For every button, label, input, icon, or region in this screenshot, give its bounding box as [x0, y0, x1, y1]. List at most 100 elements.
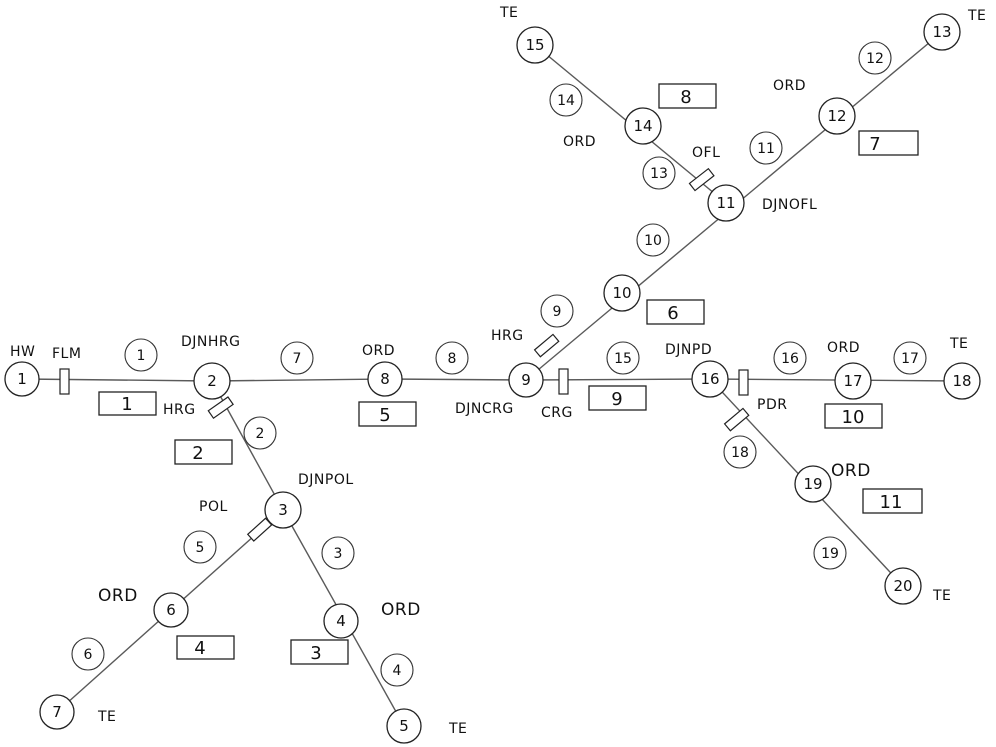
- zone-box-10: 10: [824, 403, 883, 429]
- node-11: 11: [707, 184, 745, 222]
- node-10: 10: [603, 274, 641, 312]
- svg-text:10: 10: [644, 233, 662, 249]
- svg-text:13: 13: [650, 166, 668, 182]
- gate-18: [723, 407, 750, 432]
- link-label-11: 11: [749, 131, 783, 165]
- svg-text:15: 15: [614, 351, 632, 367]
- link-label-4: 4: [380, 653, 414, 687]
- svg-text:19: 19: [821, 546, 839, 562]
- zone-labels: 1 2 3 4 5 6 7 8 9 10 11: [98, 83, 923, 665]
- link-label-12: 12: [858, 41, 892, 75]
- svg-text:20: 20: [893, 577, 912, 595]
- link-label-7: 7: [280, 341, 314, 375]
- svg-text:10: 10: [842, 407, 865, 428]
- label-te-13: TE: [967, 8, 986, 24]
- svg-text:14: 14: [557, 93, 575, 109]
- svg-text:5: 5: [399, 717, 409, 735]
- label-te-15: TE: [499, 5, 518, 21]
- node-18: 18: [943, 362, 981, 400]
- gate-hrg-left: [207, 396, 234, 419]
- label-djnhrg: DJNHRG: [181, 334, 241, 350]
- svg-text:9: 9: [611, 389, 622, 410]
- link-label-17: 17: [893, 341, 927, 375]
- svg-text:3: 3: [334, 546, 343, 562]
- gate-pol: [246, 517, 273, 542]
- svg-text:3: 3: [278, 501, 288, 519]
- svg-text:17: 17: [843, 372, 862, 390]
- link-label-14: 14: [549, 83, 583, 117]
- svg-text:10: 10: [612, 284, 631, 302]
- svg-text:1: 1: [137, 348, 146, 364]
- label-djnofl: DJNOFL: [762, 197, 817, 213]
- zone-box-6: 6: [646, 299, 705, 325]
- svg-text:1: 1: [17, 370, 27, 388]
- label-ord-17: ORD: [827, 340, 860, 356]
- svg-text:2: 2: [192, 443, 203, 464]
- svg-text:6: 6: [84, 647, 93, 663]
- node-8: 8: [367, 361, 403, 397]
- node-6: 6: [153, 592, 189, 628]
- svg-text:4: 4: [393, 663, 402, 679]
- node-7: 7: [39, 694, 75, 730]
- svg-text:13: 13: [932, 23, 951, 41]
- link-label-2: 2: [243, 416, 277, 450]
- svg-text:2: 2: [256, 426, 265, 442]
- node-2: 2: [193, 362, 231, 400]
- label-te-18: TE: [949, 336, 968, 352]
- label-te-20: TE: [932, 588, 951, 604]
- link-label-3: 3: [321, 536, 355, 570]
- gates: [59, 167, 750, 542]
- zone-box-1: 1: [98, 391, 157, 416]
- node-20: 20: [884, 567, 922, 605]
- link-1-2: [21, 378, 213, 382]
- svg-text:14: 14: [633, 117, 652, 135]
- zone-box-7: 7: [858, 130, 919, 156]
- svg-text:3: 3: [310, 643, 321, 664]
- label-ord-4: ORD: [381, 600, 421, 620]
- svg-text:9: 9: [521, 371, 531, 389]
- label-flm: FLM: [52, 346, 81, 362]
- label-hrg-mid: HRG: [491, 328, 524, 344]
- svg-text:8: 8: [680, 87, 691, 108]
- link-label-9: 9: [540, 294, 574, 328]
- node-19: 19: [794, 465, 832, 503]
- nodes: 1 2 3 4 5 6 7 8 9 10 11 12 13 14 15 16 1…: [4, 13, 981, 744]
- svg-text:5: 5: [196, 540, 205, 556]
- label-ofl: OFL: [692, 145, 720, 161]
- gate-pdr: [738, 369, 749, 396]
- svg-text:4: 4: [336, 612, 346, 630]
- link-8-9: [384, 378, 527, 381]
- link-label-6: 6: [71, 637, 105, 671]
- gate-crg: [558, 368, 569, 395]
- svg-text:12: 12: [866, 51, 884, 67]
- svg-text:11: 11: [880, 492, 903, 513]
- svg-text:19: 19: [803, 475, 822, 493]
- link-label-16: 16: [773, 341, 807, 375]
- link-9-16: [525, 378, 711, 381]
- svg-text:12: 12: [827, 107, 846, 125]
- label-te-5: TE: [448, 721, 467, 737]
- svg-text:15: 15: [525, 36, 544, 54]
- zone-box-8: 8: [658, 83, 717, 109]
- node-13: 13: [923, 13, 961, 51]
- node-12: 12: [818, 97, 856, 135]
- link-label-10: 10: [636, 223, 670, 257]
- zone-box-2: 2: [174, 439, 233, 465]
- node-4: 4: [323, 603, 359, 639]
- label-pdr: PDR: [757, 397, 787, 413]
- svg-text:2: 2: [207, 372, 217, 390]
- node-1: 1: [4, 361, 40, 397]
- gate-flm: [59, 368, 70, 395]
- zone-box-4: 4: [176, 635, 235, 660]
- node-9: 9: [508, 362, 544, 398]
- link-label-18: 18: [723, 435, 757, 469]
- svg-text:5: 5: [379, 405, 390, 426]
- svg-text:18: 18: [952, 372, 971, 390]
- label-djncrg: DJNCRG: [455, 401, 514, 417]
- node-17: 17: [834, 362, 872, 400]
- annotations: HW FLM DJNHRG HRG DJNPOL POL ORD ORD TE …: [10, 5, 986, 737]
- svg-text:1: 1: [121, 394, 132, 415]
- svg-text:4: 4: [194, 638, 205, 659]
- link-label-19: 19: [813, 536, 847, 570]
